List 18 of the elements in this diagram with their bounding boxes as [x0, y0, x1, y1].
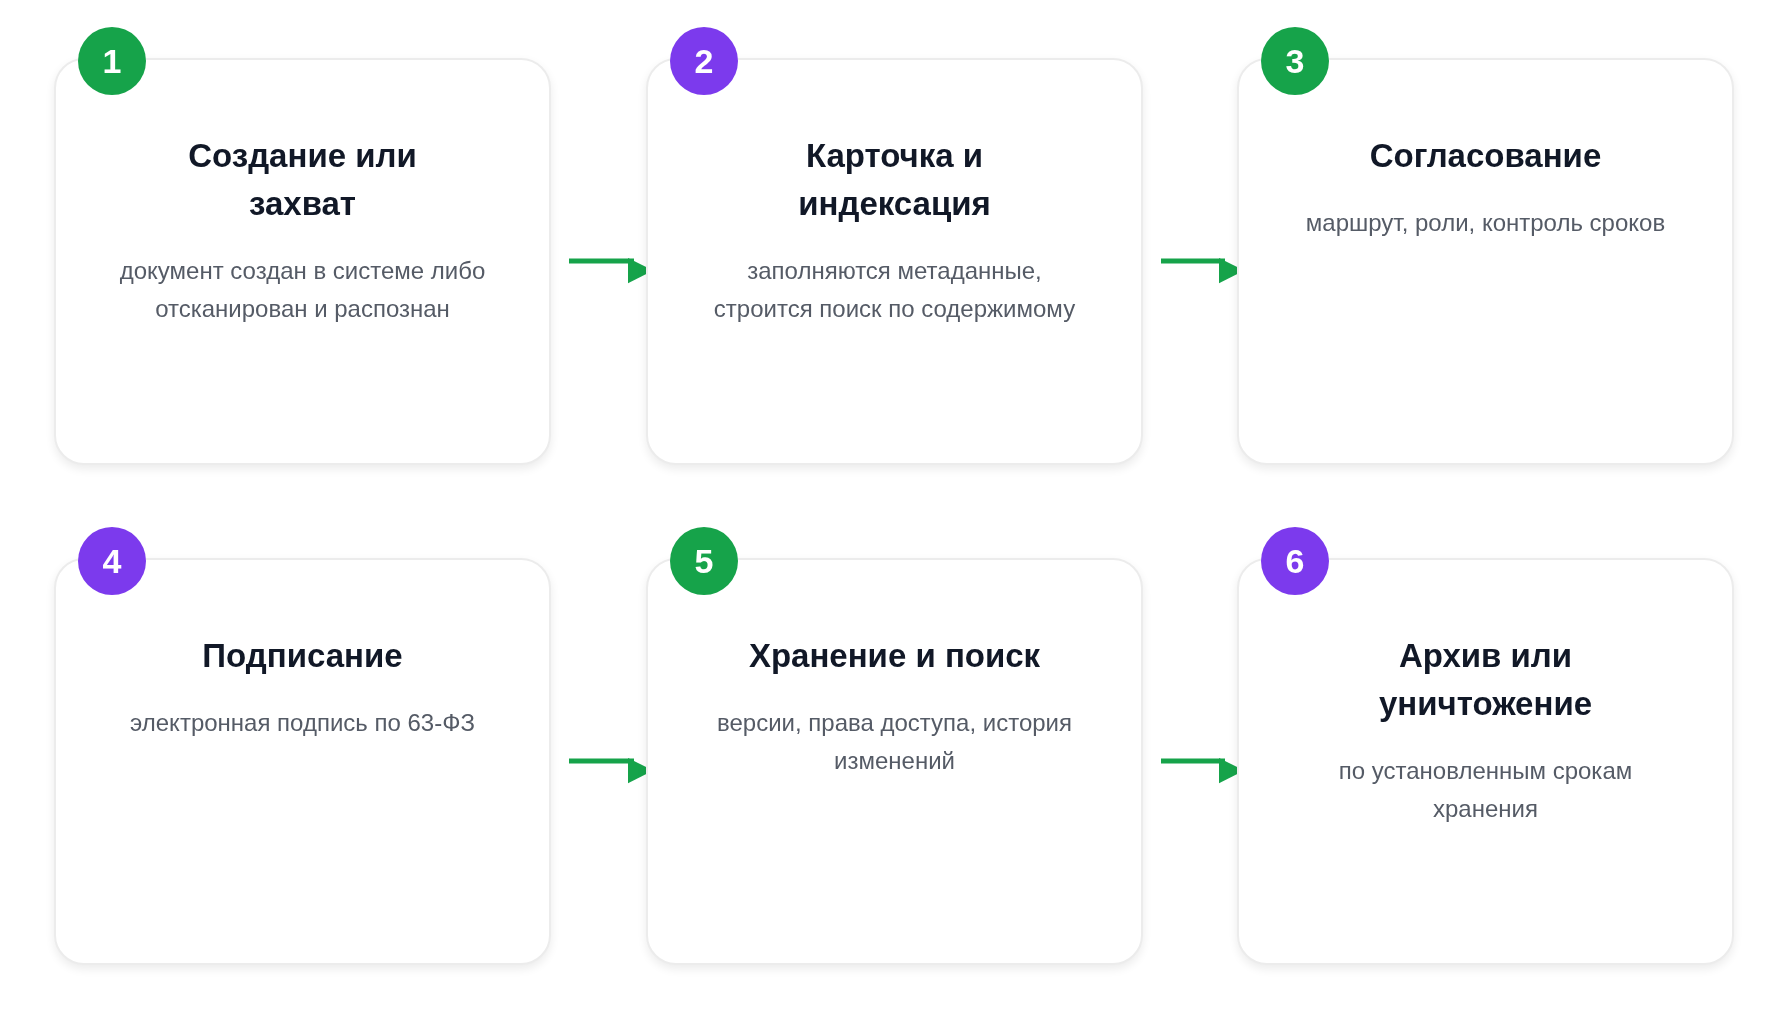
step-number: 5	[670, 527, 738, 595]
step-description: по установленным срокам хранения	[1337, 755, 1634, 825]
step-title: Подписание	[202, 636, 403, 676]
step-title: Хранение и поиск	[748, 636, 1041, 676]
step-number: 6	[1261, 527, 1329, 595]
step-title: Создание или захват	[187, 136, 418, 224]
step-number: 2	[670, 27, 738, 95]
step-description: документ создан в системе либо отсканирован и распознан	[118, 255, 487, 325]
step-description: заполняются метаданные, строится поиск по содержимому	[712, 255, 1077, 325]
step-title: Архив или уничтожение	[1377, 636, 1594, 724]
step-title: Карточка и индексация	[797, 136, 992, 224]
step-description: маршрут, роли, контроль сроков	[1305, 207, 1666, 238]
step-number: 1	[78, 27, 146, 95]
step-description: электронная подпись по 63-ФЗ	[130, 707, 475, 738]
step-title: Согласование	[1369, 136, 1602, 176]
step-number: 3	[1261, 27, 1329, 95]
step-description: версии, права доступа, история изменений	[716, 707, 1073, 777]
step-number: 4	[78, 527, 146, 595]
